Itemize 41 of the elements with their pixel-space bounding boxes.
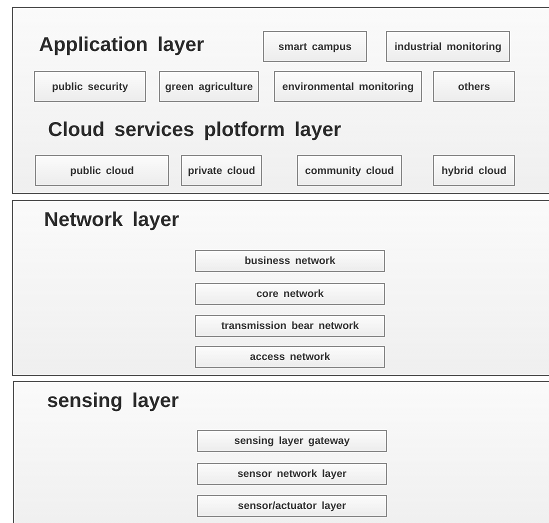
component-box xyxy=(35,155,169,186)
component-box xyxy=(197,495,387,517)
box-label: business network xyxy=(244,255,336,267)
layer-heading: Network layer xyxy=(44,209,180,232)
layer-panel xyxy=(13,381,549,523)
box-label: transmission bear network xyxy=(221,320,359,332)
component-box xyxy=(34,71,146,102)
component-box xyxy=(159,71,259,102)
layer-panel xyxy=(12,7,549,194)
box-label: sensing layer gateway xyxy=(234,435,350,447)
box-label: public cloud xyxy=(70,164,134,176)
component-box xyxy=(386,31,510,62)
box-label: public security xyxy=(52,80,128,92)
box-label: environmental monitoring xyxy=(282,80,414,92)
component-box xyxy=(181,155,262,186)
box-label: others xyxy=(458,80,490,92)
component-box xyxy=(274,71,422,102)
box-label: private cloud xyxy=(188,164,256,176)
layer-heading: Cloud services plotform layer xyxy=(48,119,342,142)
box-label: hybrid cloud xyxy=(442,164,506,176)
layer-heading: Application layer xyxy=(39,34,204,57)
box-label: access network xyxy=(250,351,330,363)
component-box xyxy=(195,346,385,368)
box-label: community cloud xyxy=(305,164,394,176)
box-label: green agriculture xyxy=(165,80,253,92)
box-label: sensor network layer xyxy=(237,468,347,480)
component-box xyxy=(433,71,515,102)
box-label: core network xyxy=(256,288,324,300)
component-box xyxy=(197,463,387,485)
component-box xyxy=(433,155,515,186)
component-box xyxy=(195,315,385,337)
component-box xyxy=(297,155,402,186)
component-box xyxy=(195,283,385,305)
component-box xyxy=(197,430,387,452)
component-box xyxy=(195,250,385,272)
layer-panel xyxy=(12,200,549,376)
layer-heading: sensing layer xyxy=(47,390,179,413)
box-label: sensor/actuator layer xyxy=(238,500,346,512)
box-label: industrial monitoring xyxy=(394,40,502,52)
component-box xyxy=(263,31,367,62)
box-label: smart campus xyxy=(278,40,352,52)
